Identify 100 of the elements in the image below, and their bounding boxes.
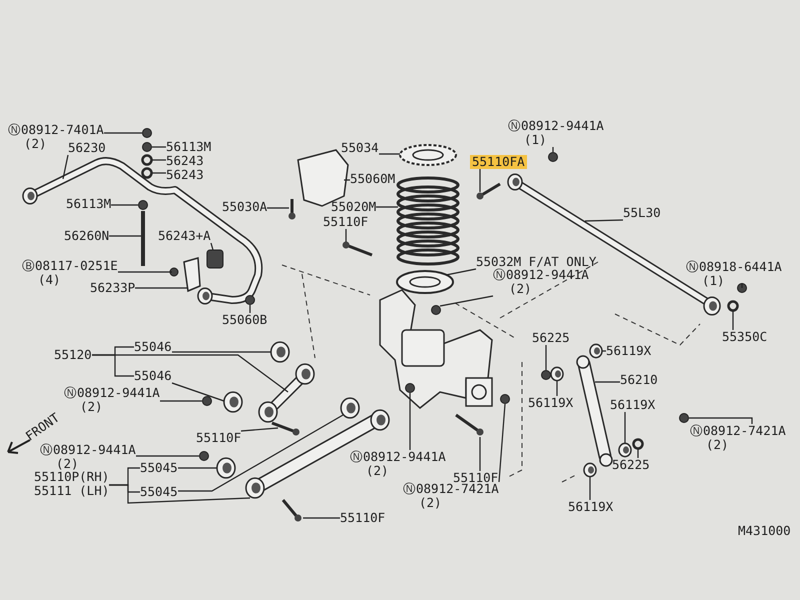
part-number: 55110F [340, 511, 386, 525]
part-number: Ⓝ08912-7421A [690, 424, 786, 438]
quantity-label: (2) [55, 457, 79, 471]
part-number: 55034 [341, 141, 379, 155]
quantity-label: (2) [705, 438, 729, 452]
quantity-label: (2) [508, 282, 532, 296]
washer [632, 438, 644, 450]
bolt [271, 422, 300, 436]
bolt [476, 182, 501, 200]
leader-line [446, 268, 476, 276]
leader-line [689, 417, 753, 424]
part-number: Ⓝ08912-9441A [64, 386, 160, 400]
bushing [618, 442, 632, 458]
leader-line [152, 146, 166, 148]
nut [548, 152, 558, 162]
quantity-label: (2) [23, 137, 47, 151]
part-number: 56260N [64, 229, 110, 243]
leader-line [440, 295, 494, 307]
nut [142, 142, 152, 152]
bushing [589, 344, 603, 358]
leader-line [62, 154, 69, 180]
part-number: 55120 [54, 348, 92, 362]
leader-line [172, 351, 271, 353]
part-number: 55110FA [472, 155, 525, 169]
bolt [282, 499, 302, 522]
clamp-bracket [183, 257, 201, 292]
leader-line [589, 477, 591, 500]
control-arm [258, 363, 315, 423]
part-number: 55020M [331, 200, 376, 214]
leader-line [498, 404, 506, 482]
nut [737, 283, 747, 293]
bolt [455, 414, 484, 436]
part-number: 56210 [620, 373, 658, 387]
leader-line [249, 305, 251, 313]
leader-line [345, 229, 347, 242]
part-number: 56243 [166, 154, 204, 168]
bushing [583, 462, 597, 478]
leader-line [637, 449, 639, 458]
part-number: 55110F [196, 431, 242, 445]
quantity-label: (1) [523, 133, 547, 147]
leader-line [178, 414, 344, 492]
bushing [216, 457, 236, 479]
part-number: 56243+A [158, 229, 211, 243]
part-number: 55030A [222, 200, 268, 214]
part-number: 56230 [68, 141, 106, 155]
quantity-label: (2) [79, 400, 103, 414]
part-number: 55032M F/AT ONLY [476, 255, 596, 269]
part-number: 56119X [606, 344, 652, 358]
leader-line [545, 345, 547, 370]
leader-line [109, 235, 141, 237]
leader-line [479, 437, 481, 471]
part-number: 55046 [134, 369, 172, 383]
drawing-code: M431000 [738, 522, 791, 540]
part-number: 56113M [66, 197, 112, 211]
leader-line [595, 381, 620, 383]
part-number: Ⓝ08912-9441A [493, 268, 589, 282]
spring-seat [396, 270, 454, 294]
part-number: Ⓝ08912-9441A [40, 443, 136, 457]
part-number: Ⓝ08912-7421A [403, 482, 499, 496]
bushing [550, 366, 564, 382]
bushing [340, 397, 360, 419]
leader-line [109, 484, 140, 493]
leader-line [240, 427, 278, 432]
part-number: Ⓝ08912-7401A [8, 123, 104, 137]
leader-line [172, 382, 224, 402]
leader-line [111, 204, 138, 206]
nut [202, 396, 212, 406]
leader-line [160, 400, 202, 402]
nut [199, 451, 209, 461]
nut [679, 413, 689, 423]
part-number: Ⓝ08918-6441A [686, 260, 782, 274]
part-number: 56119X [568, 500, 614, 514]
quantity-label: (2) [418, 496, 442, 510]
part-number: 55046 [134, 340, 172, 354]
part-number: Ⓝ08912-9441A [350, 450, 446, 464]
leader-line [118, 271, 172, 273]
part-number: 55L30 [623, 206, 661, 220]
leader-line [732, 311, 734, 330]
leader-line [104, 132, 142, 134]
washer [141, 154, 153, 166]
part-number: 55060M [350, 172, 396, 186]
quantity-label: (2) [365, 464, 389, 478]
leader-line [376, 206, 398, 208]
nut [142, 128, 152, 138]
part-number: 56113M [166, 140, 212, 154]
bolt [288, 199, 296, 220]
part-number: 56119X [610, 398, 656, 412]
quantity-label: (1) [701, 274, 725, 288]
nut [541, 370, 551, 380]
part-number: 55110F [453, 471, 498, 485]
nut [431, 305, 441, 315]
leader-line [602, 350, 606, 352]
leader-line [136, 455, 199, 457]
leader-line [152, 159, 166, 161]
part-number: Ⓑ08117-0251E [22, 259, 118, 273]
quantity-label: (4) [37, 273, 61, 287]
part-number: 55110P(RH) [34, 470, 110, 484]
leader-line [267, 207, 289, 209]
leader-line [624, 412, 626, 443]
spring-seat [399, 144, 457, 166]
